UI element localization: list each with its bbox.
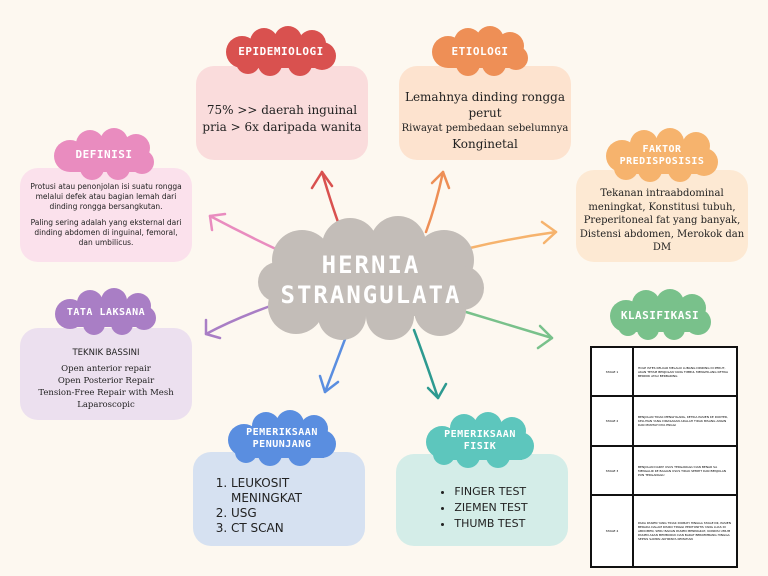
cloud-shape [226, 26, 336, 76]
klasifikasi-cloud: KLASIFIKASI [608, 289, 712, 340]
faktor-line4: Distensi abdomen, Merokok dan [579, 228, 745, 240]
fisik-cloud: PEMERIKSAAN FISIK [424, 412, 536, 468]
etiologi-title: ETIOLOGI [451, 45, 509, 59]
stage-cell: STAGE 3 [590, 444, 634, 497]
tata-box: TEKNIK BASSINI Open anterior repair Open… [20, 328, 192, 420]
table-row: STAGE 4 PADA PASIEN YANG TIDAK DIOBATI H… [590, 494, 738, 568]
arrow-definisi [208, 214, 280, 252]
stage-desc-cell: BENJOLAN DAPAT USUS TERGANGGU DAN BENAR … [632, 444, 738, 497]
list-item: ZIEMEN TEST [454, 500, 527, 516]
epidemiologi-line1: 75% >> daerah inguinal [206, 103, 358, 117]
epidemiologi-box: 75% >> daerah inguinal pria > 6x daripad… [196, 66, 368, 160]
center-title-line2: STRANGULATA [280, 281, 462, 309]
faktor-line2: meningkat, Konstitusi tubuh, [588, 201, 736, 213]
penunjang-item1-a: LEUKOSIT [231, 476, 290, 490]
cloud-shape [610, 289, 711, 340]
center-cloud: HERNIA STRANGULATA [258, 216, 484, 340]
stage-cell: STAGE 1 [590, 345, 634, 398]
fisik-title-line2: FISIK [463, 441, 497, 452]
penunjang-item1-b: MENINGKAT [231, 491, 302, 505]
faktor-line5: DM [652, 242, 672, 254]
cloud-shape [258, 216, 484, 340]
table-row: STAGE 1 HOLE ISTES KELUAR MELALUI LUBANG… [590, 345, 738, 398]
cloud-shape [432, 26, 528, 76]
klasifikasi-table: STAGE 1 HOLE ISTES KELUAR MELALUI LUBANG… [590, 345, 738, 568]
etiologi-box: Lemahnya dinding rongga perut Riwayat pe… [399, 66, 571, 160]
faktor-box: Tekanan intraabdominal meningkat, Konsti… [576, 170, 748, 262]
tata-line2: Open Posterior Repair [57, 376, 155, 386]
stage-cell: STAGE 2 [590, 395, 634, 447]
list-item: CT SCAN [231, 521, 302, 536]
cloud-shape [228, 410, 336, 466]
arrow-klasifikasi [464, 310, 554, 340]
klasifikasi-title: KLASIFIKASI [620, 309, 700, 323]
faktor-line1: Tekanan intraabdominal [600, 188, 724, 200]
arrow-etiologi [424, 170, 445, 234]
definisi-box: Protusi atau penonjolan isi suatu rongga… [20, 168, 192, 262]
tata-line1: Open anterior repair [61, 364, 151, 374]
stage-desc-cell: HOLE ISTES KELUAR MELALUI LUBANG DINDING… [632, 345, 738, 398]
tata-title: TATA LAKSANA [66, 306, 146, 318]
arrow-faktor [468, 230, 558, 250]
epidemiologi-line2: pria > 6x daripada wanita [202, 120, 362, 134]
center-title-line1: HERNIA [321, 251, 421, 279]
penunjang-title-line1: PEMERIKSAAN [246, 426, 318, 438]
penunjang-title-line2: PENUNJANG [252, 439, 312, 450]
list-item: FINGER TEST [454, 484, 527, 500]
cloud-shape [426, 412, 534, 468]
etiologi-line3: Riwayat pembedaan sebelumnya [401, 122, 569, 134]
definisi-para1: Protusi atau penonjolan isi suatu rongga… [30, 182, 182, 211]
fisik-title-line1: PEMERIKSAAN [444, 428, 516, 440]
etiologi-line4: Konginetal [452, 136, 518, 151]
definisi-para2: Paling sering adalah yang eksternal dari… [30, 218, 182, 247]
list-item: THUMB TEST [454, 516, 527, 532]
stage-desc-cell: PADA PASIEN YANG TIDAK DIOBATI HINGGA ST… [632, 494, 738, 568]
faktor-title-line2: PREDISPOSISIS [619, 156, 705, 167]
etiologi-cloud: ETIOLOGI [430, 26, 530, 76]
tata-heading: TEKNIK BASSINI [72, 348, 140, 358]
list-item: USG [231, 506, 302, 521]
cloud-shape [606, 128, 718, 182]
arrow-fisik [412, 328, 440, 400]
faktor-cloud: FAKTOR PREDISPOSISIS [604, 128, 720, 182]
cloud-shape [54, 128, 154, 180]
epidemiologi-cloud: EPIDEMIOLOGI [224, 26, 338, 76]
definisi-title: DEFINISI [75, 148, 133, 162]
penunjang-cloud: PEMERIKSAAN PENUNJANG [226, 410, 338, 466]
faktor-line3: Preperitoneal fat yang banyak, [583, 215, 741, 227]
cloud-shape [55, 288, 156, 335]
fisik-list: FINGER TEST ZIEMEN TEST THUMB TEST [436, 484, 527, 532]
etiologi-line1: Lemahnya dinding rongga [404, 89, 565, 104]
stage-cell: STAGE 4 [590, 494, 634, 568]
stage-desc-cell: BENJOLAN TIDAK MENGHILANG, KETIKA PASIEN… [632, 395, 738, 447]
etiologi-line2: perut [468, 105, 502, 120]
table-row: STAGE 2 BENJOLAN TIDAK MENGHILANG, KETIK… [590, 395, 738, 447]
faktor-title-line1: FAKTOR [642, 143, 682, 155]
tata-cloud: TATA LAKSANA [52, 288, 160, 336]
tata-line3: Tension-Free Repair with Mesh [38, 388, 174, 398]
tata-line4: Laparoscopic [77, 400, 135, 410]
epidemiologi-title: EPIDEMIOLOGI [238, 45, 324, 59]
table-row: STAGE 3 BENJOLAN DAPAT USUS TERGANGGU DA… [590, 444, 738, 497]
definisi-cloud: DEFINISI [52, 128, 156, 180]
fisik-box: FINGER TEST ZIEMEN TEST THUMB TEST [396, 454, 568, 546]
